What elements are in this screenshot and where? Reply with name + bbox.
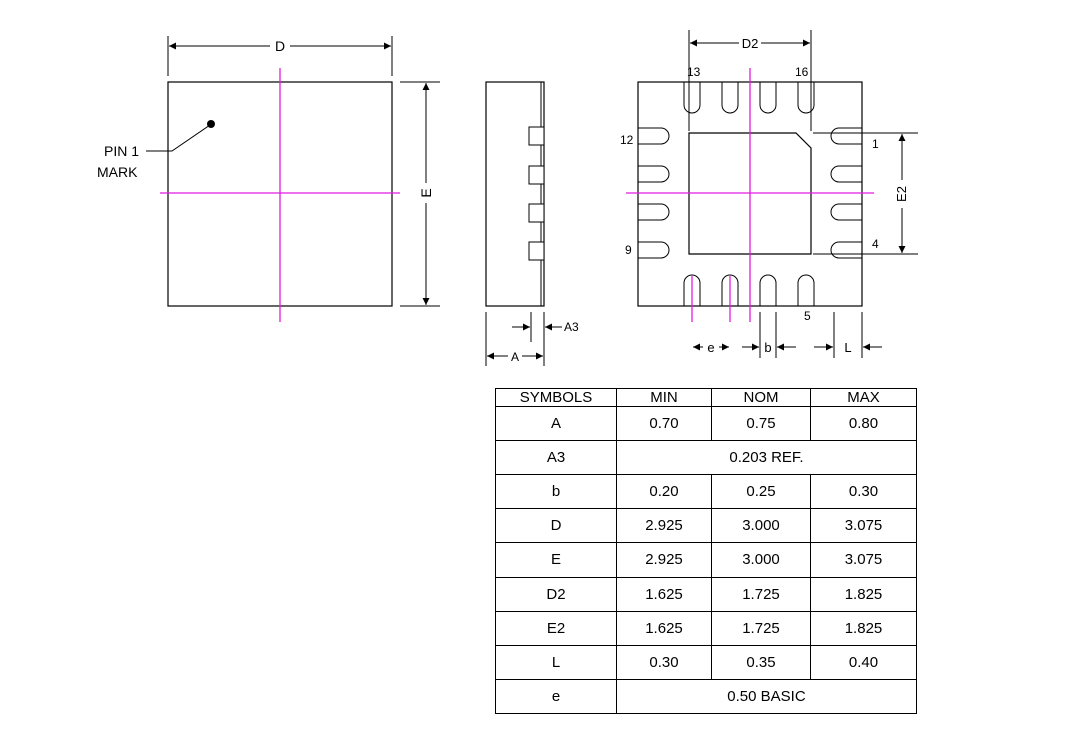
pin-number-13: 13 <box>687 65 701 79</box>
header-min: MIN <box>616 388 712 407</box>
top-view: PIN 1 MARK D E <box>97 36 440 322</box>
pad-top <box>797 82 815 114</box>
header-max: MAX <box>810 388 917 407</box>
dim-d-label: D <box>275 38 285 54</box>
pin1-label-line2: MARK <box>97 164 138 180</box>
cell-max: 1.825 <box>810 576 917 612</box>
side-view-lead <box>528 241 545 261</box>
table-row: D2 1.625 1.725 1.825 <box>495 576 917 612</box>
dim-l-label: L <box>844 340 851 355</box>
dim-b-label: b <box>764 340 771 355</box>
cell-max: 0.40 <box>810 644 917 680</box>
cell-nom: 3.000 <box>711 542 811 578</box>
cell-symbol: A3 <box>495 440 617 476</box>
table-row: E2 1.625 1.725 1.825 <box>495 610 917 646</box>
cell-span-value: 0.203 REF. <box>616 440 917 476</box>
dim-e-pitch-label: e <box>707 340 714 355</box>
side-view-lead <box>528 203 545 223</box>
header-nom: NOM <box>711 388 811 407</box>
pad-bottom <box>721 274 739 306</box>
cell-min: 1.625 <box>616 610 712 646</box>
cell-nom: 0.75 <box>711 405 811 442</box>
cell-symbol: b <box>495 474 617 510</box>
pad-top <box>721 82 739 114</box>
cell-max: 0.80 <box>810 405 917 442</box>
dim-e2-label: E2 <box>894 186 909 202</box>
cell-max: 1.825 <box>810 610 917 646</box>
side-view-body <box>485 81 545 307</box>
side-view-lead <box>528 126 545 146</box>
cell-symbol: e <box>495 678 617 715</box>
dimensions-table: SYMBOLS MIN NOM MAX A 0.70 0.75 0.80 A3 … <box>495 388 917 715</box>
pad-bottom <box>683 274 701 306</box>
cell-nom: 1.725 <box>711 610 811 646</box>
bottom-view: 13 16 12 1 9 4 5 D2 E2 e b L <box>620 30 918 358</box>
pin-number-1: 1 <box>872 137 879 151</box>
cell-nom: 3.000 <box>711 508 811 544</box>
cell-min: 1.625 <box>616 576 712 612</box>
table-row: L 0.30 0.35 0.40 <box>495 644 917 680</box>
pad-right <box>830 241 862 259</box>
dim-e-label: E <box>418 188 434 197</box>
cell-symbol: A <box>495 405 617 442</box>
table-row: E 2.925 3.000 3.075 <box>495 542 917 578</box>
table-row: A3 0.203 REF. <box>495 440 917 476</box>
side-view: A3 A <box>485 81 579 366</box>
pad-right <box>830 127 862 145</box>
table-row: D 2.925 3.000 3.075 <box>495 508 917 544</box>
cell-min: 0.70 <box>616 405 712 442</box>
side-view-lead <box>528 165 545 185</box>
exposed-pad <box>688 132 812 255</box>
cell-symbol: E2 <box>495 610 617 646</box>
cell-min: 0.20 <box>616 474 712 510</box>
pin-number-9: 9 <box>625 243 632 257</box>
cell-symbol: L <box>495 644 617 680</box>
pin-number-16: 16 <box>795 65 809 79</box>
pad-bottom <box>797 274 815 306</box>
pad-right <box>830 165 862 183</box>
cell-nom: 0.25 <box>711 474 811 510</box>
cell-span-value: 0.50 BASIC <box>616 678 917 715</box>
pin-number-5: 5 <box>804 309 811 323</box>
cell-max: 0.30 <box>810 474 917 510</box>
dim-a-label: A <box>511 350 519 364</box>
table-row: A 0.70 0.75 0.80 <box>495 405 917 442</box>
pad-left <box>638 127 670 145</box>
table-row: e 0.50 BASIC <box>495 678 917 715</box>
cell-symbol: D2 <box>495 576 617 612</box>
pin1-leader-line <box>146 124 211 152</box>
cell-symbol: D <box>495 508 617 544</box>
header-symbols: SYMBOLS <box>495 388 617 407</box>
cell-min: 2.925 <box>616 508 712 544</box>
pin1-label-line1: PIN 1 <box>104 143 139 159</box>
table-header-row: SYMBOLS MIN NOM MAX <box>495 388 917 407</box>
pad-bottom <box>759 274 777 306</box>
cell-min: 2.925 <box>616 542 712 578</box>
cell-min: 0.30 <box>616 644 712 680</box>
pad-left <box>638 241 670 259</box>
package-drawing: PIN 1 MARK D E A3 A <box>97 30 918 366</box>
cell-max: 3.075 <box>810 542 917 578</box>
pin-number-4: 4 <box>872 237 879 251</box>
table-row: b 0.20 0.25 0.30 <box>495 474 917 510</box>
cell-nom: 0.35 <box>711 644 811 680</box>
cell-max: 3.075 <box>810 508 917 544</box>
dim-d2-label: D2 <box>742 36 759 51</box>
pad-right <box>830 203 862 221</box>
pad-left <box>638 203 670 221</box>
cell-nom: 1.725 <box>711 576 811 612</box>
pad-top <box>759 82 777 114</box>
pad-left <box>638 165 670 183</box>
pin-number-12: 12 <box>620 133 634 147</box>
pad-top <box>683 82 701 114</box>
cell-symbol: E <box>495 542 617 578</box>
dim-a3-label: A3 <box>564 320 579 334</box>
